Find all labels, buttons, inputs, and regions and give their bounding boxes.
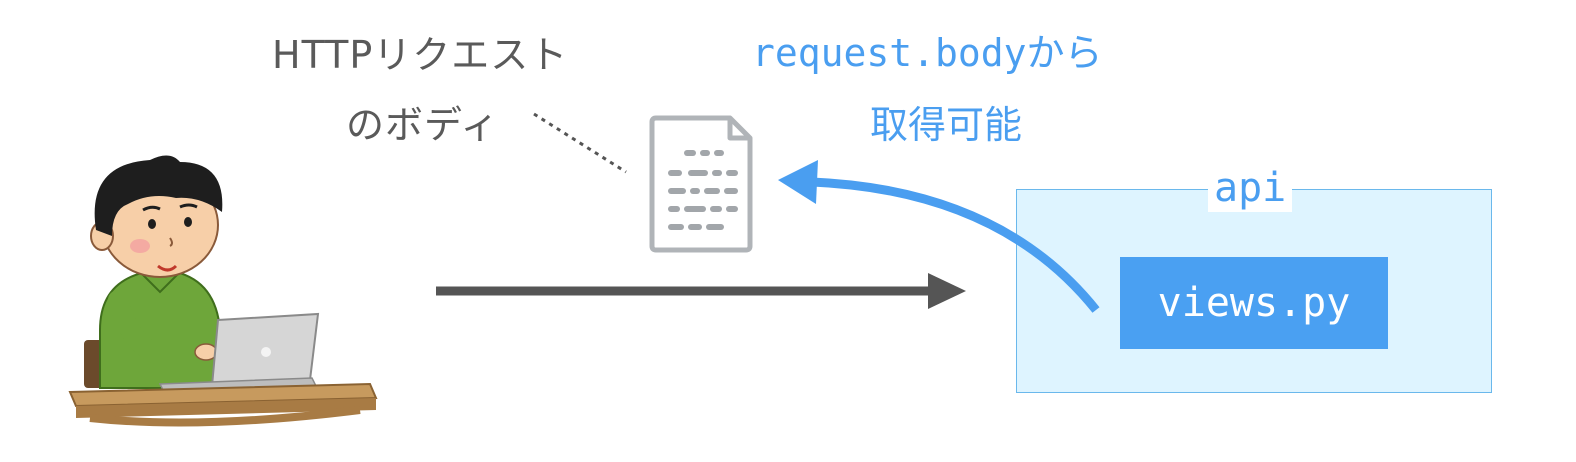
api-package-label: api	[1208, 164, 1293, 212]
access-code: request.body	[752, 31, 1027, 75]
access-suffix: から	[1026, 31, 1103, 75]
http-body-label-line1: HTTPリクエスト	[272, 33, 569, 77]
http-body-label-line2: のボディ	[346, 103, 500, 147]
access-label-line2: 取得可能	[870, 103, 1023, 147]
access-label-line1: request.bodyから	[752, 22, 1103, 77]
views-module-box: views.py	[1120, 257, 1388, 349]
